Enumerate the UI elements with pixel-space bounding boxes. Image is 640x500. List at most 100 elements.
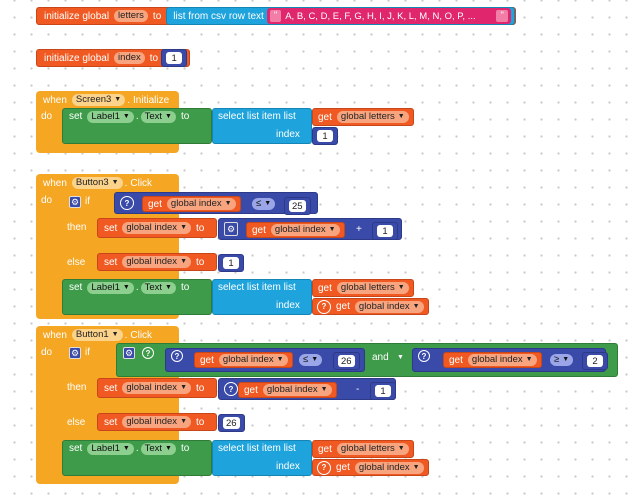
- keyword-index: index: [276, 461, 300, 472]
- get-global-index-block[interactable]: get global index▼: [443, 352, 542, 368]
- set-global-index-block[interactable]: set global index▼ to: [97, 253, 217, 271]
- set-global-index-block[interactable]: set global index▼ to: [97, 218, 217, 238]
- keyword-to: to: [196, 222, 205, 234]
- component-dropdown-label1[interactable]: Label1▼: [87, 111, 134, 123]
- var-dropdown-global-letters[interactable]: global letters▼: [336, 282, 409, 294]
- keyword-get: get: [200, 354, 214, 366]
- number-value[interactable]: 1: [223, 257, 239, 269]
- help-icon[interactable]: ?: [142, 347, 154, 359]
- var-dropdown-global-index[interactable]: global index▼: [122, 416, 191, 428]
- var-dropdown-global-index[interactable]: global index▼: [122, 256, 191, 268]
- number-block[interactable]: 1: [161, 49, 188, 67]
- property-dropdown-text[interactable]: Text▼: [140, 111, 176, 123]
- keyword-to: to: [196, 382, 205, 394]
- get-global-letters-block[interactable]: get global letters▼: [312, 279, 414, 297]
- set-label1-text-block[interactable]: set Label1▼ . Text▼ to: [62, 279, 212, 315]
- keyword-get: get: [336, 462, 350, 473]
- number-value[interactable]: 1: [166, 52, 183, 64]
- get-global-index-block[interactable]: ? get global index▼: [312, 459, 429, 476]
- help-icon[interactable]: ?: [418, 350, 430, 362]
- operator-dropdown-ge[interactable]: ≥▼: [550, 354, 574, 366]
- help-icon[interactable]: ?: [171, 350, 183, 362]
- keyword-when: when: [43, 177, 67, 189]
- keyword-set: set: [69, 111, 83, 122]
- number-block[interactable]: 26: [333, 352, 360, 370]
- mutator-gear-icon[interactable]: ⚙: [69, 196, 81, 208]
- keyword-do: do: [41, 347, 53, 358]
- number-value[interactable]: 26: [338, 355, 355, 367]
- csv-text-value[interactable]: A, B, C, D, E, F, G, H, I, J, K, L, M, N…: [285, 10, 476, 22]
- number-value[interactable]: 1: [377, 225, 393, 237]
- var-dropdown-global-index[interactable]: global index▼: [467, 354, 537, 366]
- number-value[interactable]: 1: [317, 130, 333, 142]
- text-block[interactable]: " A, B, C, D, E, F, G, H, I, J, K, L, M,…: [266, 8, 511, 24]
- property-dropdown-text[interactable]: Text▼: [140, 282, 176, 294]
- mutator-gear-icon[interactable]: ⚙: [69, 347, 81, 359]
- get-global-index-block[interactable]: get global index▼: [142, 196, 241, 212]
- component-dropdown-screen3[interactable]: Screen3▼: [71, 94, 126, 106]
- number-value[interactable]: 26: [223, 417, 240, 429]
- var-dropdown-global-index[interactable]: global index▼: [166, 198, 236, 210]
- mutator-gear-icon[interactable]: ⚙: [123, 347, 135, 359]
- number-block[interactable]: 1: [312, 127, 338, 145]
- number-block[interactable]: 2: [582, 352, 608, 370]
- var-dropdown-global-index[interactable]: global index▼: [262, 384, 332, 396]
- number-block[interactable]: 1: [218, 254, 244, 272]
- get-global-index-block[interactable]: get global index▼: [246, 222, 345, 238]
- get-global-letters-block[interactable]: get global letters▼: [312, 440, 414, 458]
- get-global-index-block[interactable]: get global index▼: [194, 352, 293, 368]
- var-dropdown-global-index[interactable]: global index▼: [270, 224, 340, 236]
- and-dropdown-arrow[interactable]: ▼: [397, 354, 404, 361]
- var-dropdown-global-letters[interactable]: global letters▼: [336, 443, 409, 455]
- property-dropdown-text[interactable]: Text▼: [140, 443, 176, 455]
- get-global-index-block[interactable]: ? get global index▼: [312, 298, 429, 315]
- select-list-item-block[interactable]: [212, 440, 312, 476]
- keyword-list-from-csv-row-text: list from csv row text: [173, 10, 264, 22]
- number-block[interactable]: 26: [218, 414, 245, 432]
- number-value[interactable]: 1: [375, 385, 391, 397]
- component-dropdown-label1[interactable]: Label1▼: [87, 282, 134, 294]
- init-global-letters-block[interactable]: initialize global letters to list from c…: [36, 7, 516, 25]
- mutator-gear-icon[interactable]: ⚙: [224, 222, 238, 236]
- set-global-index-block[interactable]: set global index▼ to: [97, 413, 217, 431]
- select-list-item-block[interactable]: [212, 108, 312, 144]
- component-dropdown-button3[interactable]: Button3▼: [71, 177, 123, 189]
- var-dropdown-global-index[interactable]: global index▼: [354, 461, 424, 474]
- number-block[interactable]: 1: [370, 382, 396, 400]
- operator-dropdown-le[interactable]: ≤▼: [299, 354, 323, 366]
- var-dropdown-global-letters[interactable]: global letters▼: [336, 111, 409, 123]
- component-dropdown-label1[interactable]: Label1▼: [87, 443, 134, 455]
- keyword-initialize-global: initialize global: [44, 10, 110, 22]
- get-global-index-block[interactable]: get global index▼: [238, 382, 337, 398]
- help-icon[interactable]: ?: [120, 196, 134, 210]
- var-name-letters[interactable]: letters: [114, 10, 148, 22]
- help-icon[interactable]: ?: [224, 382, 238, 396]
- component-dropdown-button1[interactable]: Button1▼: [71, 329, 123, 341]
- var-dropdown-global-index[interactable]: global index▼: [122, 382, 191, 394]
- keyword-do: do: [41, 111, 53, 122]
- operator-dropdown-le[interactable]: ≤▼: [252, 198, 276, 210]
- var-name-index[interactable]: index: [114, 52, 145, 64]
- keyword-then: then: [67, 382, 87, 393]
- number-value[interactable]: 25: [289, 200, 306, 212]
- help-icon[interactable]: ?: [317, 299, 331, 314]
- help-icon[interactable]: ?: [317, 460, 331, 475]
- dot: .: [135, 443, 139, 454]
- set-global-index-block[interactable]: set global index▼ to: [97, 378, 217, 398]
- var-dropdown-global-index[interactable]: global index▼: [354, 300, 424, 313]
- number-block[interactable]: 25: [284, 197, 311, 215]
- list-from-csv-row-block[interactable]: list from csv row text " A, B, C, D, E, …: [166, 7, 515, 25]
- keyword-get: get: [148, 198, 162, 210]
- var-dropdown-global-index[interactable]: global index▼: [122, 222, 191, 234]
- get-global-letters-block[interactable]: get global letters▼: [312, 108, 414, 126]
- number-block[interactable]: 1: [372, 222, 398, 240]
- number-value[interactable]: 2: [587, 355, 603, 367]
- keyword-else: else: [67, 417, 86, 428]
- dot: .: [135, 282, 139, 293]
- keyword-select-list-item-list: select list item list: [218, 282, 296, 293]
- var-dropdown-global-index[interactable]: global index▼: [218, 354, 288, 366]
- select-list-item-block[interactable]: [212, 279, 312, 315]
- set-label1-text-block[interactable]: set Label1▼ . Text▼ to: [62, 440, 212, 476]
- set-label1-text-block[interactable]: set Label1▼ . Text▼ to: [62, 108, 212, 144]
- init-global-index-block[interactable]: initialize global index to 1: [36, 49, 191, 67]
